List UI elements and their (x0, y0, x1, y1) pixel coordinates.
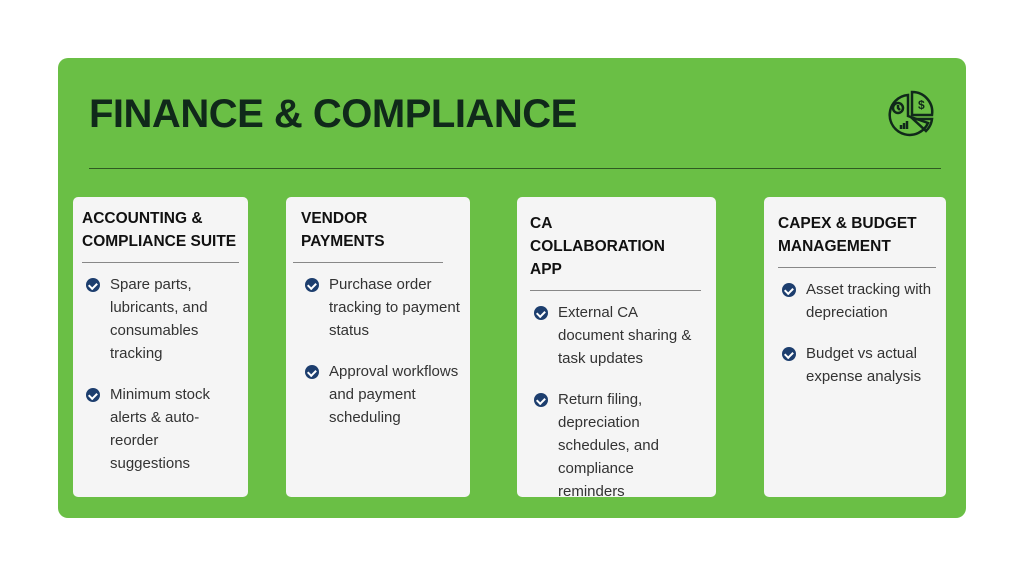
list-item: Approval workflows and payment schedulin… (301, 360, 461, 429)
card-accounting: ACCOUNTING & COMPLIANCE SUITE Spare part… (73, 197, 248, 497)
check-icon (86, 388, 100, 402)
list-item: Budget vs actual expense analysis (778, 342, 936, 388)
item-text: Asset tracking with depreciation (806, 281, 932, 321)
item-text: Budget vs actual expense analysis (806, 345, 922, 385)
list-item: Asset tracking with depreciation (778, 278, 936, 324)
item-text: Minimum stock alerts & auto-reorder sugg… (110, 386, 211, 472)
finance-chart-icon: $ (888, 90, 934, 137)
card-ca: CA COLLABORATION APP External CA documen… (517, 197, 716, 500)
check-icon (86, 278, 100, 292)
list-item: External CA document sharing & task upda… (530, 301, 701, 370)
card-capex: CAPEX & BUDGET MANAGEMENT Asset tracking… (764, 197, 946, 497)
item-text: External CA document sharing & task upda… (558, 304, 692, 367)
item-text: Spare parts, lubricants, and consumables… (110, 276, 208, 362)
list-item: Purchase order tracking to payment statu… (301, 273, 461, 342)
item-text: Approval workflows and payment schedulin… (329, 363, 459, 426)
item-text: Purchase order tracking to payment statu… (329, 276, 460, 339)
check-icon (782, 347, 796, 361)
divider (89, 168, 941, 169)
card-vendor: VENDOR PAYMENTS Purchase order tracking … (286, 197, 470, 497)
item-text: Return filing, depreciation schedules, a… (558, 391, 659, 500)
list-item: Spare parts, lubricants, and consumables… (82, 273, 239, 365)
check-icon (782, 283, 796, 297)
list-item: Return filing, depreciation schedules, a… (530, 388, 701, 503)
card-heading: CAPEX & BUDGET MANAGEMENT (778, 212, 936, 268)
page-title: FINANCE & COMPLIANCE (89, 92, 577, 136)
check-icon (305, 278, 319, 292)
check-icon (534, 393, 548, 407)
card-heading: VENDOR PAYMENTS (301, 210, 385, 250)
check-icon (305, 365, 319, 379)
card-heading: CA COLLABORATION APP (530, 212, 701, 291)
list-item: Minimum stock alerts & auto-reorder sugg… (82, 383, 239, 475)
card-heading: ACCOUNTING & COMPLIANCE SUITE (82, 207, 239, 263)
check-icon (534, 306, 548, 320)
svg-text:$: $ (918, 98, 925, 112)
